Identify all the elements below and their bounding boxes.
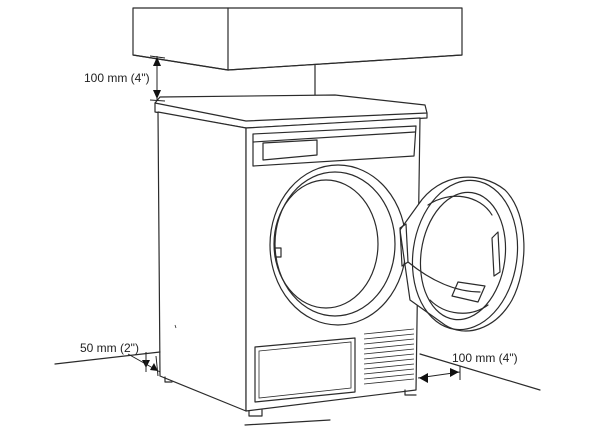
top-clearance-label: 100 mm (4") [84,71,150,85]
top-clearance-dimension [149,55,166,102]
side-clearance-dimension [127,352,161,377]
overhead-cabinet [132,7,463,71]
open-door [399,176,525,332]
side-clearance-label: 50 mm (2") [80,341,139,355]
floor-lines [54,324,541,426]
front-clearance-dimension [417,366,461,383]
front-clearance-label: 100 mm (4") [452,351,518,365]
drum-opening [269,164,407,326]
